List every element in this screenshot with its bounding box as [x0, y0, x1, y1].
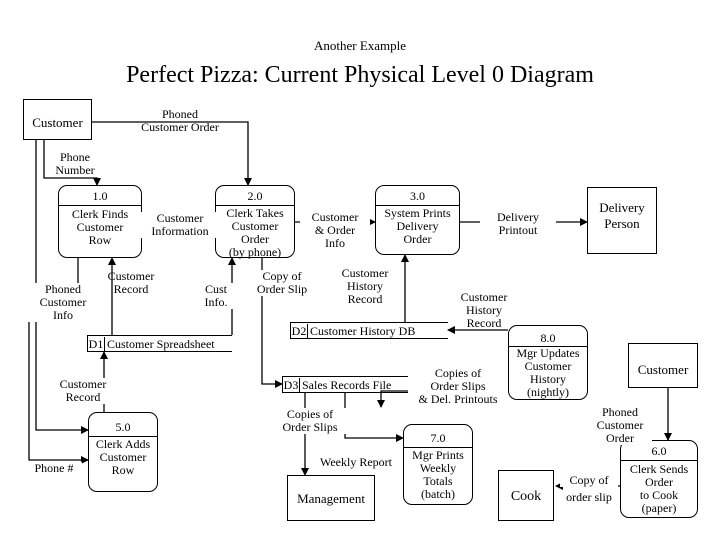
process-1: 1.0 Clerk Finds Customer Row: [58, 185, 142, 258]
label-order-slip: order slip: [558, 491, 620, 504]
label-phoned-customer-order: Phoned Customer Order: [141, 107, 219, 134]
entity-cook: Cook: [498, 470, 554, 521]
flow-phoned-customer-order: [92, 121, 252, 186]
diagram-subtitle: Another Example: [313, 38, 407, 53]
entity-delivery-person: Delivery Person: [587, 187, 657, 254]
store-d2: D2 Customer History DB: [290, 322, 448, 339]
label-copies-of-order-slips: Copies of Order Slips: [272, 408, 348, 434]
store-d2-id: D2: [291, 324, 308, 339]
label-copies-order-slips-del: Copies of Order Slips & Del. Printouts: [408, 367, 508, 406]
label-weekly-report: Weekly Report: [310, 456, 402, 469]
entity-management: Management: [287, 475, 375, 521]
label-customer-information: Customer Information: [140, 212, 220, 238]
label-phone-hash: Phone #: [26, 462, 82, 475]
process-1-name: Clerk Finds Customer Row: [71, 207, 129, 247]
process-1-id: 1.0: [92, 189, 108, 203]
entity-delivery-person-label: Delivery Person: [599, 200, 645, 231]
label-copy-of: Copy of: [560, 474, 618, 487]
process-6: 6.0 Clerk Sends Order to Cook (paper): [620, 440, 698, 518]
label-customer-record-2: Customer Record: [48, 378, 118, 404]
process-6-id: 6.0: [651, 444, 667, 458]
label-phoned-customer-info: Phoned Customer Info: [28, 283, 98, 322]
process-8-name: Mgr Updates Customer History (nightly): [516, 346, 580, 399]
label-cust-info: Cust Info.: [196, 283, 236, 309]
store-d3: D3 Sales Records File: [282, 376, 411, 393]
process-8-id: 8.0: [540, 331, 556, 345]
process-3-name: System Prints Delivery Order: [384, 206, 451, 246]
store-d1-id: D1: [88, 337, 105, 352]
process-2-id: 2.0: [247, 189, 263, 203]
process-2: 2.0 Clerk Takes Customer Order (by phone…: [215, 185, 295, 259]
store-d3-id: D3: [283, 378, 300, 393]
label-phoned-customer-order-2: Phoned Customer Order: [588, 406, 652, 445]
entity-customer-right: Customer: [628, 343, 698, 388]
entity-cook-label: Cook: [510, 489, 542, 504]
store-d3-name: Sales Records File: [302, 378, 392, 392]
diagram-title: Perfect Pizza: Current Physical Level 0 …: [126, 62, 594, 88]
entity-customer-left-label: Customer: [32, 115, 83, 130]
label-copy-of-order-slip: Copy of Order Slip: [243, 270, 321, 296]
process-7-id: 7.0: [430, 431, 446, 445]
process-3: 3.0 System Prints Delivery Order: [375, 185, 460, 255]
flow-copies-of-order-slips: [344, 392, 404, 442]
flow-copy-of-order-slip: [261, 258, 283, 388]
store-d1-name: Customer Spreadsheet: [107, 337, 215, 351]
process-8: 8.0 Mgr Updates Customer History (nightl…: [508, 325, 588, 400]
flow-phone-number: [43, 140, 101, 186]
process-2-name: Clerk Takes Customer Order (by phone): [226, 206, 284, 259]
process-5-id: 5.0: [115, 420, 131, 434]
entity-customer-left: Customer: [23, 99, 92, 140]
store-d2-name: Customer History DB: [310, 324, 416, 338]
process-5: 5.0 Clerk Adds Customer Row: [88, 412, 158, 492]
label-customer-history-record-1: Customer History Record: [341, 266, 389, 306]
label-delivery-printout: Delivery Printout: [480, 211, 556, 237]
label-customer-record-1: Customer Record: [107, 269, 155, 296]
process-7: 7.0 Mgr Prints Weekly Totals (batch): [403, 424, 473, 505]
entity-management-label: Management: [297, 491, 365, 506]
label-customer-history-record-2: Customer History Record: [460, 290, 508, 330]
label-customer-order-info: Customer & Order Info: [300, 211, 370, 250]
process-7-name: Mgr Prints Weekly Totals (batch): [412, 448, 464, 501]
entity-customer-right-label: Customer: [637, 362, 689, 377]
label-phone-number: Phone Number: [55, 150, 95, 177]
store-d1: D1 Customer Spreadsheet: [87, 335, 232, 352]
process-3-id: 3.0: [410, 189, 425, 203]
process-5-name: Clerk Adds Customer Row: [95, 437, 151, 477]
flow-phone-hash: [35, 140, 89, 434]
process-6-name: Clerk Sends Order to Cook (paper): [629, 462, 689, 515]
